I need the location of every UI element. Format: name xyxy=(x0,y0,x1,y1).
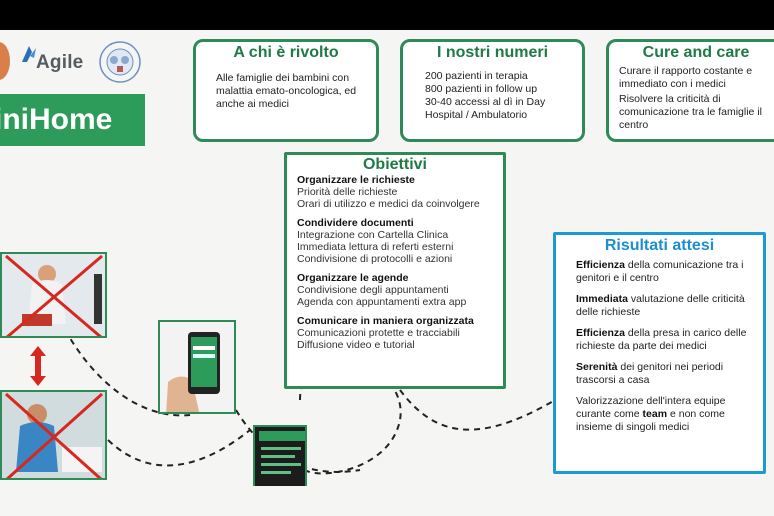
agile-logo-text: Agile xyxy=(36,52,84,73)
cure-and-care-card: Cure and care Curare il rapporto costant… xyxy=(606,39,774,142)
objective-title: Comunicare in maniera organizzata xyxy=(297,315,474,327)
card-text: Alle famiglie dei bambini con malattia e… xyxy=(216,72,357,110)
objective-section: Comunicare in maniera organizzata Comuni… xyxy=(287,315,503,351)
target-audience-card: A chi è rivolto Alle famiglie dei bambin… xyxy=(193,39,379,142)
objective-line: Agenda con appuntamenti extra app xyxy=(297,296,467,308)
objective-title: Organizzare le richieste xyxy=(297,174,415,186)
card-title: Obiettivi xyxy=(362,156,427,173)
objective-title: Condividere documenti xyxy=(297,217,414,229)
numbers-line: 30-40 accessi al dì in Day xyxy=(425,96,546,108)
result-item: Efficienza della comunicazione tra i gen… xyxy=(576,259,744,284)
objective-line: Condivisione di protocolli e azioni xyxy=(297,253,453,265)
objective-section: Organizzare le agende Condivisione degli… xyxy=(287,272,503,308)
objective-line: Immediata lettura di referti esterni xyxy=(297,241,454,253)
objective-line: Integrazione con Cartella Clinica xyxy=(297,229,449,241)
objective-line: Condivisione degli appuntamenti xyxy=(297,284,449,296)
card-title: I nostri numeri xyxy=(436,44,549,61)
phone-call-photo xyxy=(0,252,107,338)
card-text: Curare il rapporto costante e immediato … xyxy=(619,65,753,90)
objective-line: Diffusione video e tutorial xyxy=(297,339,415,351)
our-numbers-card: I nostri numeri 200 pazienti in terapia … xyxy=(400,39,585,142)
objectives-card: Obiettivi Organizzare le richieste Prior… xyxy=(284,152,506,389)
result-item: Valorizzazione dell'intera equipe curant… xyxy=(576,395,726,433)
desk-call-photo xyxy=(0,390,107,480)
numbers-line: 800 pazienti in follow up xyxy=(425,83,538,95)
objective-section: Condividere documenti Integrazione con C… xyxy=(287,217,503,265)
app-screen-photo xyxy=(253,425,307,486)
objective-line: Orari di utilizzo e medici da coinvolger… xyxy=(297,198,480,210)
product-title-banner: iniHome xyxy=(0,94,145,146)
card-title: Risultati attesi xyxy=(604,237,715,254)
agile-logo-icon xyxy=(22,46,36,62)
double-arrow-icon xyxy=(30,346,46,386)
university-seal-icon xyxy=(99,41,141,83)
card-title: Cure and care xyxy=(642,44,750,61)
smartphone-hand-photo xyxy=(158,320,236,414)
objective-section: Organizzare le richieste Priorità delle … xyxy=(287,174,503,210)
objective-line: Priorità delle richieste xyxy=(297,186,398,198)
card-title: A chi è rivolto xyxy=(233,44,339,61)
result-item: Immediata valutazione delle criticità de… xyxy=(576,293,745,318)
numbers-line: 200 pazienti in terapia xyxy=(425,70,528,82)
result-item: Serenità dei genitori nei periodi trasco… xyxy=(576,361,724,386)
numbers-line: Hospital / Ambulatorio xyxy=(425,109,528,121)
partner-logo-icon xyxy=(0,42,10,80)
card-text: 200 pazienti in terapia 800 pazienti in … xyxy=(403,62,582,122)
objective-title: Organizzare le agende xyxy=(297,272,409,284)
card-text: Risolvere la criticità di comunicazione … xyxy=(619,93,762,131)
expected-results-card: Risultati attesi Efficienza della comuni… xyxy=(553,232,766,474)
objective-line: Comunicazioni protette e tracciabili xyxy=(297,327,460,339)
result-item: Efficienza della presa in carico delle r… xyxy=(576,327,747,352)
